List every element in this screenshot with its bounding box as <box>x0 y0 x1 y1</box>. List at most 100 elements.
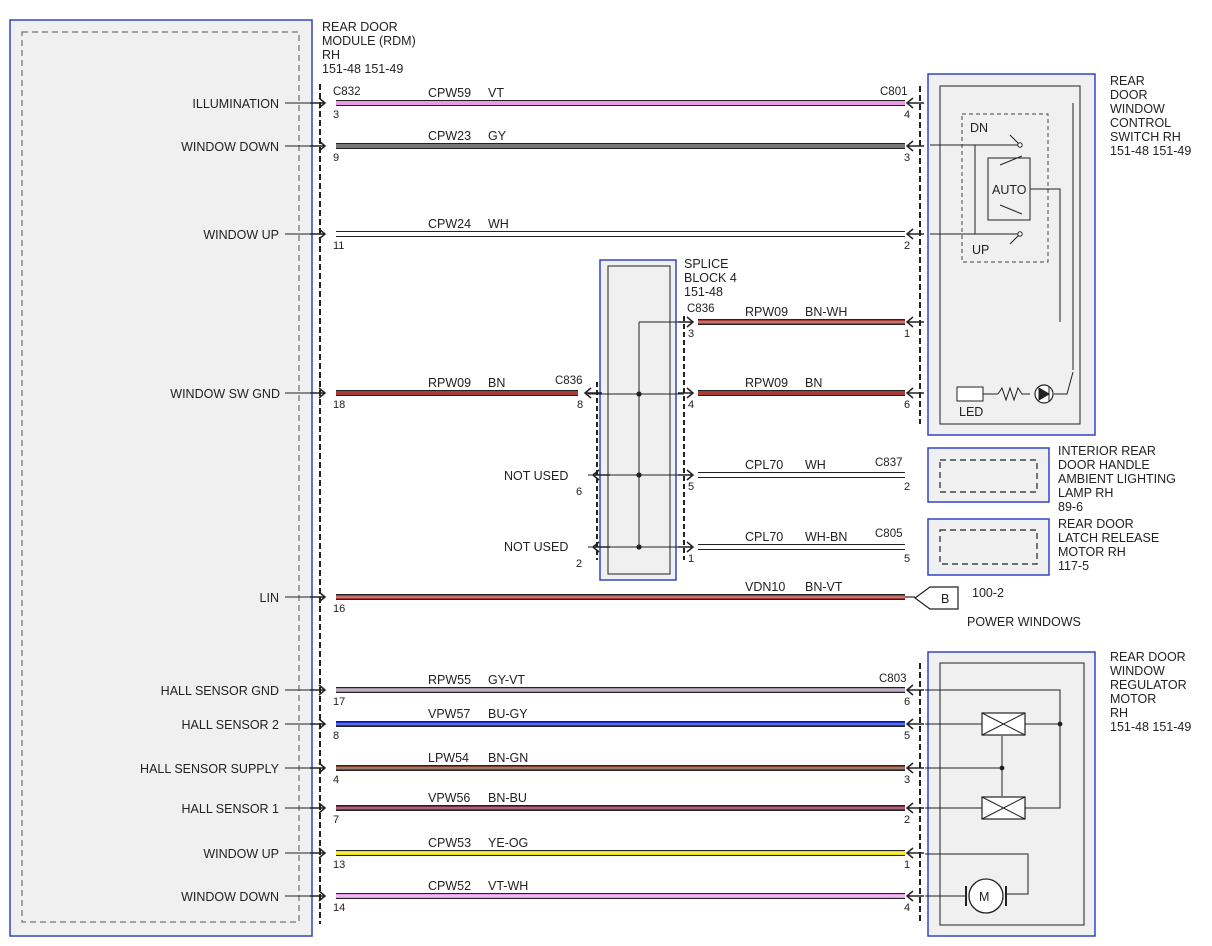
pin-right: 4 <box>904 109 910 121</box>
svg-text:151-48 151-49: 151-48 151-49 <box>1110 720 1191 734</box>
switch-title-5: SWITCH RH <box>1110 130 1181 144</box>
signal-name: WINDOW DOWN <box>181 890 279 904</box>
offpage-letter: B <box>941 592 949 606</box>
motor-title-5: RH <box>1110 706 1128 720</box>
connector-arrow-right <box>905 890 924 902</box>
connector-arrow-right <box>905 802 924 814</box>
wire-circuit-label: VPW57 <box>428 707 470 721</box>
not-used-label-2: NOT USED <box>504 540 568 554</box>
svg-text:AMBIENT LIGHTING: AMBIENT LIGHTING <box>1058 472 1176 486</box>
connector-arrow-left <box>678 469 695 481</box>
wire-circuit-label: RPW09 <box>745 376 788 390</box>
signal-name: WINDOW DOWN <box>181 140 279 154</box>
connector-c837: C837 <box>875 457 903 469</box>
pin-left: 3 <box>688 328 694 340</box>
svg-text:CONTROL: CONTROL <box>1110 116 1171 130</box>
pin-left: 8 <box>333 730 339 742</box>
wire-color-label: YE-OG <box>488 836 528 850</box>
rdm-title-2: MODULE (RDM) <box>322 34 416 48</box>
pin-left: 1 <box>688 553 694 565</box>
lamp-title-3: AMBIENT LIGHTING <box>1058 472 1176 486</box>
pin-left: 17 <box>333 696 345 708</box>
pin-right: 6 <box>904 696 910 708</box>
connector-arrow-left <box>310 228 327 240</box>
connector-arrow-left <box>310 97 327 109</box>
wire-color-label: VT-WH <box>488 879 528 893</box>
wire-color-label: GY <box>488 129 507 143</box>
svg-text:WINDOW: WINDOW <box>1110 102 1165 116</box>
switch-auto-label: AUTO <box>992 183 1027 197</box>
offpage-page: 100-2 <box>972 586 1004 600</box>
svg-text:REAR: REAR <box>1110 74 1145 88</box>
wire-circuit-label: CPL70 <box>745 530 783 544</box>
connector-c832: C832 <box>333 86 361 98</box>
connector-c805: C805 <box>875 528 903 540</box>
switch-title-4: CONTROL <box>1110 116 1171 130</box>
pin-right: 3 <box>904 152 910 164</box>
connector-arrow-left <box>310 591 327 603</box>
signal-name: HALL SENSOR 1 <box>182 802 280 816</box>
motor-title-6: 151-48 151-49 <box>1110 720 1191 734</box>
pin-right: 3 <box>904 774 910 786</box>
wire-color-label: BN-BU <box>488 791 527 805</box>
splice-pin-6: 6 <box>576 486 582 498</box>
connector-c836-right: C836 <box>687 303 715 315</box>
pin-left: 7 <box>333 814 339 826</box>
pin-right: 2 <box>904 240 910 252</box>
wire-circuit-label: VDN10 <box>745 580 785 594</box>
pin-right: 1 <box>904 859 910 871</box>
connector-arrow-left <box>310 890 327 902</box>
pin-left: 13 <box>333 859 345 871</box>
switch-title-3: WINDOW <box>1110 102 1165 116</box>
rdm-title-3: RH <box>322 48 340 62</box>
connector-arrow-right <box>905 718 924 730</box>
connector-c801: C801 <box>880 86 908 98</box>
svg-text:DOOR HANDLE: DOOR HANDLE <box>1058 458 1150 472</box>
latch-title-1: REAR DOOR <box>1058 517 1134 531</box>
pin-left: 9 <box>333 152 339 164</box>
pin-left: 11 <box>333 240 344 252</box>
wire-color-label: BN <box>805 376 822 390</box>
switch-title-2: DOOR <box>1110 88 1148 102</box>
pin-left: 4 <box>333 774 339 786</box>
splice-block: SPLICE BLOCK 4 151-48 NOT USED NOT USED … <box>504 257 737 581</box>
switch-up-label: UP <box>972 243 989 257</box>
pin-left: 18 <box>333 399 345 411</box>
connector-labels: C832 C801 C836 C836 C837 C805 C803 <box>333 86 908 685</box>
connector-arrow-right <box>905 387 924 399</box>
svg-text:REAR DOOR: REAR DOOR <box>322 20 398 34</box>
latch-title-4: 117-5 <box>1058 559 1089 573</box>
svg-text:MOTOR: MOTOR <box>1110 692 1156 706</box>
signal-name: HALL SENSOR GND <box>161 684 279 698</box>
switch-title-6: 151-48 151-49 <box>1110 144 1191 158</box>
connector-arrow-left <box>310 762 327 774</box>
connector-arrow-right <box>905 847 924 859</box>
switch-module: DN UP AUTO LED REAR DOOR WINDOW CONTROL … <box>919 73 1191 436</box>
wire-color-label: BN-VT <box>805 580 843 594</box>
svg-text:REAR DOOR: REAR DOOR <box>1110 650 1186 664</box>
latch-module: REAR DOOR LATCH RELEASE MOTOR RH 117-5 <box>927 517 1159 576</box>
connector-arrow-right <box>905 228 924 240</box>
wire-color-label: GY-VT <box>488 673 525 687</box>
pin-left: 14 <box>333 902 345 914</box>
connector-arrow-left <box>310 802 327 814</box>
svg-text:RH: RH <box>322 48 340 62</box>
connector-arrow-right <box>905 140 924 152</box>
wire-color-label: BN-WH <box>805 305 847 319</box>
offpage-reference: B 100-2 POWER WINDOWS <box>913 586 1081 629</box>
connector-arrow-left <box>678 541 695 553</box>
pin-right: 6 <box>904 399 910 411</box>
wire-circuit-label: CPL70 <box>745 458 783 472</box>
svg-text:117-5: 117-5 <box>1058 559 1089 573</box>
wire-circuit-label: CPW52 <box>428 879 471 893</box>
connector-arrow-right <box>905 684 924 696</box>
rdm-title-1: REAR DOOR <box>322 20 398 34</box>
wire-color-label: BN <box>488 376 505 390</box>
svg-text:BLOCK 4: BLOCK 4 <box>684 271 737 285</box>
